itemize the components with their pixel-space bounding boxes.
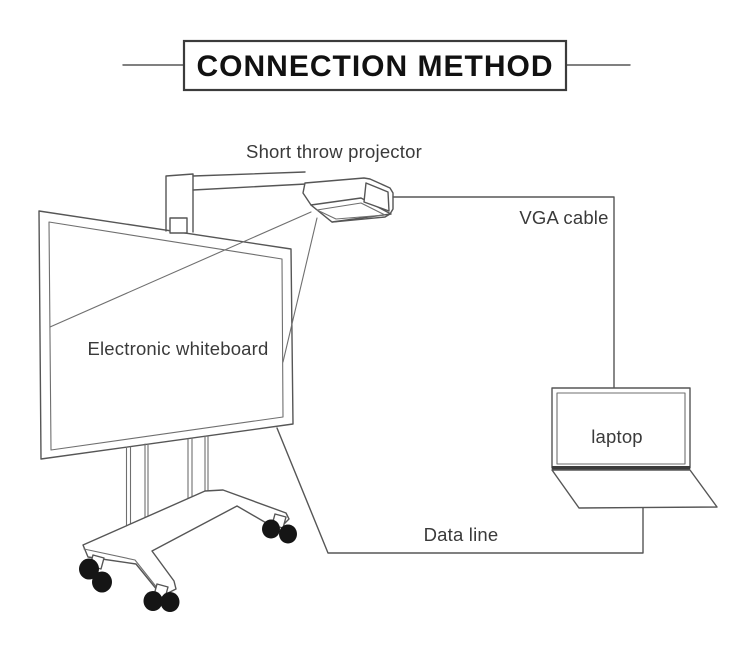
page-title: CONNECTION METHOD — [197, 50, 554, 83]
title-banner: CONNECTION METHOD — [122, 39, 631, 92]
projector-label: Short throw projector — [246, 141, 422, 162]
laptop-base — [551, 469, 718, 509]
mount-arm-bottom — [192, 183, 307, 191]
vga-cable-label: VGA cable — [519, 207, 608, 228]
caster-wheel — [79, 558, 99, 580]
data-line — [276, 427, 644, 554]
projection-beam-right — [282, 217, 318, 363]
data-line-label: Data line — [424, 524, 499, 545]
laptop-label: laptop — [591, 426, 643, 447]
stand-base — [79, 489, 297, 612]
stand-posts — [125, 435, 209, 528]
laptop-screen-inner — [556, 392, 686, 465]
caster-wheel — [279, 524, 297, 544]
short-throw-projector — [302, 177, 394, 223]
projection-beam-left — [49, 211, 312, 328]
caster-wheel — [160, 592, 180, 612]
projector-lens-panel — [363, 182, 390, 212]
vga-cable-line — [392, 196, 615, 389]
mount-bracket — [165, 173, 194, 233]
projector-mount — [165, 171, 307, 234]
caster-wheel — [92, 571, 112, 593]
whiteboard-label: Electronic whiteboard — [87, 338, 268, 359]
mount-arm-top — [192, 171, 306, 177]
mount-plate — [169, 217, 188, 234]
electronic-whiteboard: Electronic whiteboard — [38, 210, 294, 460]
laptop: laptop — [551, 387, 718, 509]
title-box — [182, 39, 568, 92]
caster-wheel — [262, 519, 280, 539]
base-slab — [82, 489, 290, 597]
caster-wheel — [143, 591, 163, 611]
projector-underside-inner — [316, 202, 386, 220]
base-slab-edge — [83, 548, 159, 590]
whiteboard-inner-frame — [48, 221, 284, 451]
laptop-screen — [551, 387, 691, 469]
whiteboard-outer-frame — [38, 210, 294, 460]
